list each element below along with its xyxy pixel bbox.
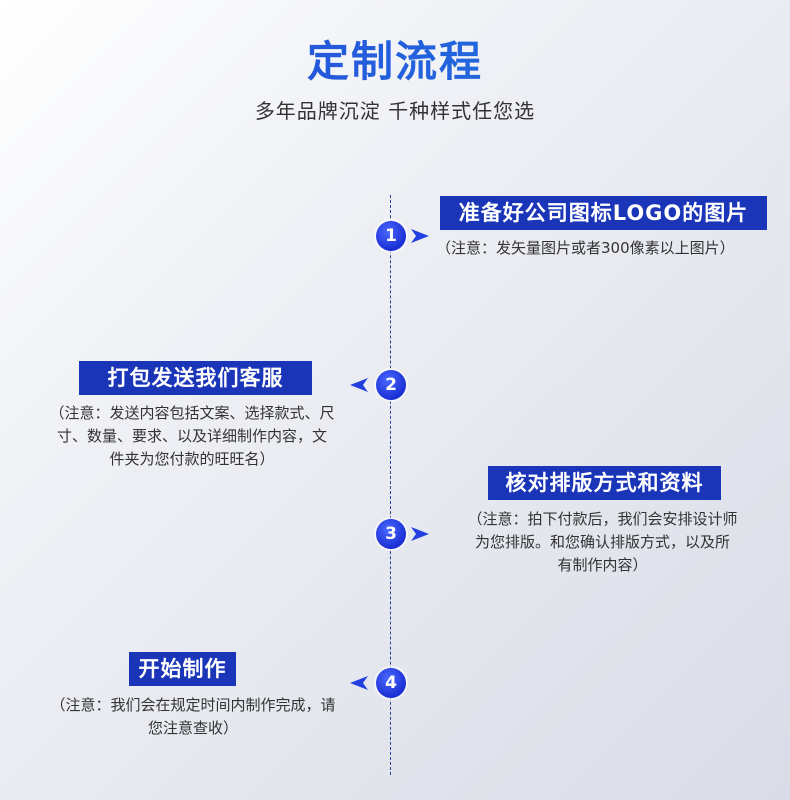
- step-4-note-line: 您注意查收）: [147, 719, 238, 737]
- step-2-number-badge: 2: [376, 370, 406, 400]
- step-4-label: 开始制作: [129, 652, 236, 686]
- step-3-label: 核对排版方式和资料: [488, 466, 721, 500]
- step-3-number-badge: 3: [376, 519, 406, 549]
- step-3-note-line: 为您排版。和您确认排版方式，以及所: [474, 533, 730, 551]
- step-1-label: 准备好公司图标LOGO的图片: [440, 196, 767, 230]
- step-2-note: （注意：发送内容包括文案、选择款式、尺 寸、数量、要求、以及详细制作内容，文 件…: [22, 402, 362, 471]
- step-4-number-badge: 4: [376, 668, 406, 698]
- step-3-note: （注意：拍下付款后，我们会安排设计师 为您排版。和您确认排版方式，以及所 有制作…: [430, 508, 775, 577]
- arrow-left-icon: [350, 378, 368, 392]
- arrow-left-icon: [350, 676, 368, 690]
- step-1-number-badge: 1: [376, 221, 406, 251]
- timeline-line: [390, 195, 391, 775]
- step-2-note-line: 件夹为您付款的旺旺名）: [109, 450, 275, 468]
- step-3-note-line: 有制作内容）: [557, 556, 648, 574]
- page-title: 定制流程: [0, 28, 790, 89]
- arrow-right-icon: [411, 527, 429, 541]
- page-subtitle: 多年品牌沉淀 千种样式任您选: [254, 99, 536, 123]
- arrow-right-icon: [411, 229, 429, 243]
- step-4-note: （注意：我们会在规定时间内制作完成，请 您注意查收）: [18, 694, 368, 740]
- step-2-note-line: 寸、数量、要求、以及详细制作内容，文: [56, 427, 327, 445]
- step-3-note-line: （注意：拍下付款后，我们会安排设计师: [467, 510, 738, 528]
- step-1-note: （注意：发矢量图片或者300像素以上图片）: [436, 239, 735, 257]
- step-2-note-line: （注意：发送内容包括文案、选择款式、尺: [49, 404, 335, 422]
- step-2-label: 打包发送我们客服: [79, 361, 312, 395]
- step-4-note-line: （注意：我们会在规定时间内制作完成，请: [50, 696, 336, 714]
